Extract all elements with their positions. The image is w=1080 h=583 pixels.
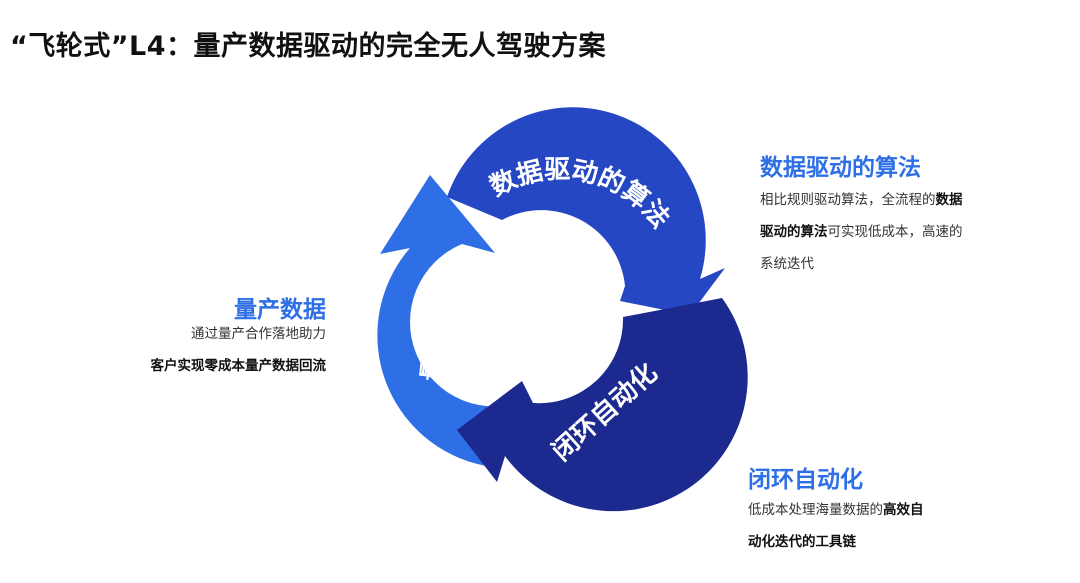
text-span: 相比规则驱动算法，全流程的 [760, 192, 936, 208]
mass-data-heading: 量产数据 [234, 297, 326, 323]
text-span: 系统迭代 [760, 256, 814, 272]
text-span: 驱动的算法 [760, 224, 828, 240]
algorithm-line-1: 相比规则驱动算法，全流程的数据 [760, 188, 963, 208]
mass-data-line-2: 客户实现零成本量产数据回流 [151, 354, 327, 374]
automation-line-1: 低成本处理海量数据的高效自 [748, 498, 924, 518]
text-span: 低成本处理海量数据的 [748, 502, 883, 518]
text-span: 客户实现零成本量产数据回流 [150, 358, 327, 374]
algorithm-heading: 数据驱动的算法 [760, 155, 921, 181]
text-span: 通过量产合作落地助力 [191, 326, 326, 342]
algorithm-line-3: 系统迭代 [760, 252, 814, 272]
text-span: 动化迭代的工具链 [748, 534, 856, 550]
segment-mass-data [377, 175, 527, 466]
segment-closed-loop-automation [457, 298, 748, 512]
automation-heading: 闭环自动化 [748, 467, 863, 493]
text-span: 高效自 [883, 502, 924, 518]
page-title: “飞轮式”L4：量产数据驱动的完全无人驾驶方案 [10, 31, 606, 62]
algorithm-line-2: 驱动的算法可实现低成本，高速的 [760, 220, 963, 240]
text-span: 可实现低成本，高速的 [827, 224, 963, 240]
automation-line-2: 动化迭代的工具链 [748, 530, 856, 550]
mass-data-line-1: 通过量产合作落地助力 [191, 322, 326, 342]
segment-data-driven-algorithm [447, 107, 725, 315]
text-span: 数据 [935, 192, 963, 208]
segment-label-mass-data: 量产数据 [417, 276, 458, 383]
